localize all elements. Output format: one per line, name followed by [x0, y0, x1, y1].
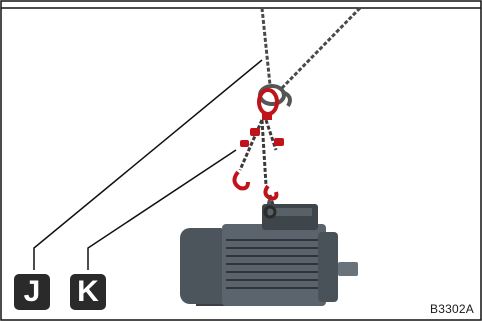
upper-chain: [262, 8, 360, 90]
figure-reference-code: B3302A: [430, 302, 474, 316]
upper-chain-left-leg: [262, 8, 270, 85]
shortener-left: [250, 128, 260, 136]
motor-flange: [318, 232, 338, 302]
lower-chain-leg-center: [262, 120, 266, 185]
callout-j: J: [14, 274, 50, 310]
hook-left: [234, 172, 248, 188]
lower-chain-leg-right: [266, 120, 276, 150]
motor-shaft: [338, 262, 358, 276]
shortener-outer: [240, 140, 249, 147]
callout-k: K: [70, 274, 106, 310]
motor-fins: [226, 240, 322, 288]
upper-chain-right-leg: [280, 8, 360, 90]
callout-j-label: J: [24, 275, 41, 309]
callout-k-label: K: [77, 275, 99, 309]
hook-center: [265, 186, 276, 198]
electric-motor: [180, 204, 358, 306]
shortener-right: [274, 138, 284, 146]
